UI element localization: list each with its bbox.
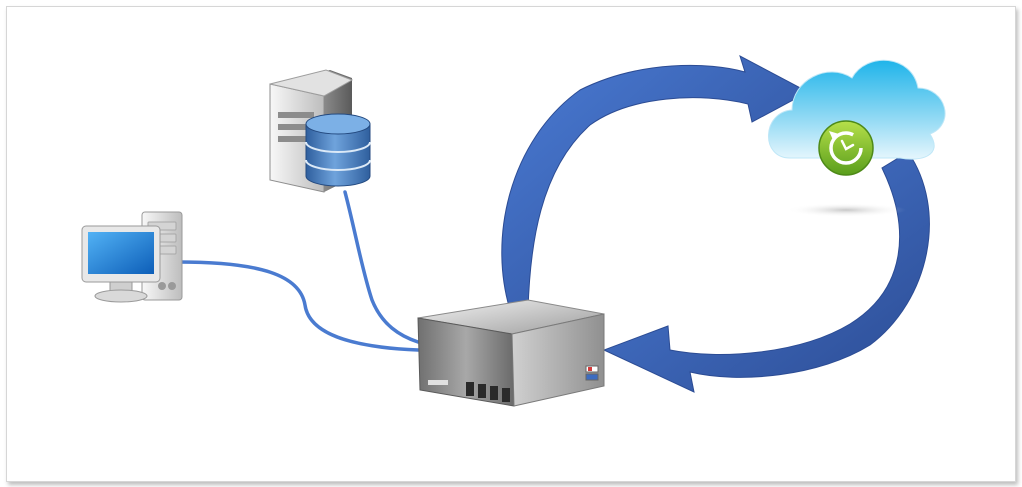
workstation-to-nas-connector [176, 260, 420, 352]
cloud-to-nas-arrow [602, 151, 930, 393]
cloud-backup-sync-icon [768, 59, 946, 217]
desktop-computer-icon [81, 211, 183, 303]
database-to-nas-connector [343, 190, 420, 344]
nas-to-cloud-arrow [501, 54, 810, 317]
database-server-icon [269, 69, 371, 193]
nas-storage-icon [417, 299, 605, 407]
